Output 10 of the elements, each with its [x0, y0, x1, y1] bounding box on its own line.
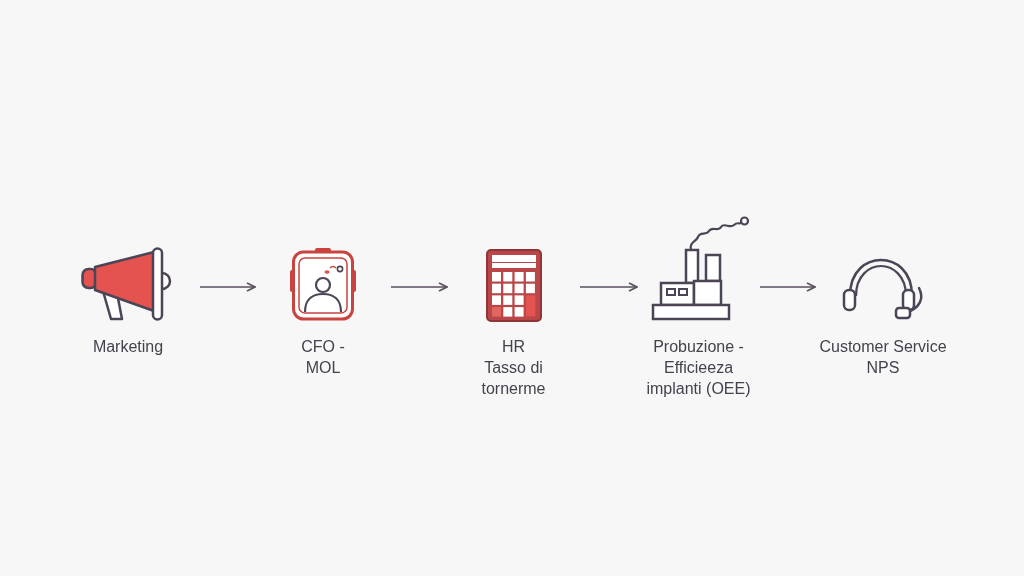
arrow [390, 282, 448, 292]
arrow [579, 282, 638, 292]
arrow [199, 282, 256, 292]
step-label: Tasso di tornerme [480, 358, 547, 399]
step-label: Marketing [92, 337, 164, 357]
arrow [759, 282, 816, 292]
step-label: Probuzione - Efficieeza implanti (OEE) [645, 337, 752, 399]
step-label: CFO - MOL [300, 337, 346, 378]
step-label: Customer Service NPS [818, 337, 948, 378]
step-title: HR [501, 337, 526, 357]
